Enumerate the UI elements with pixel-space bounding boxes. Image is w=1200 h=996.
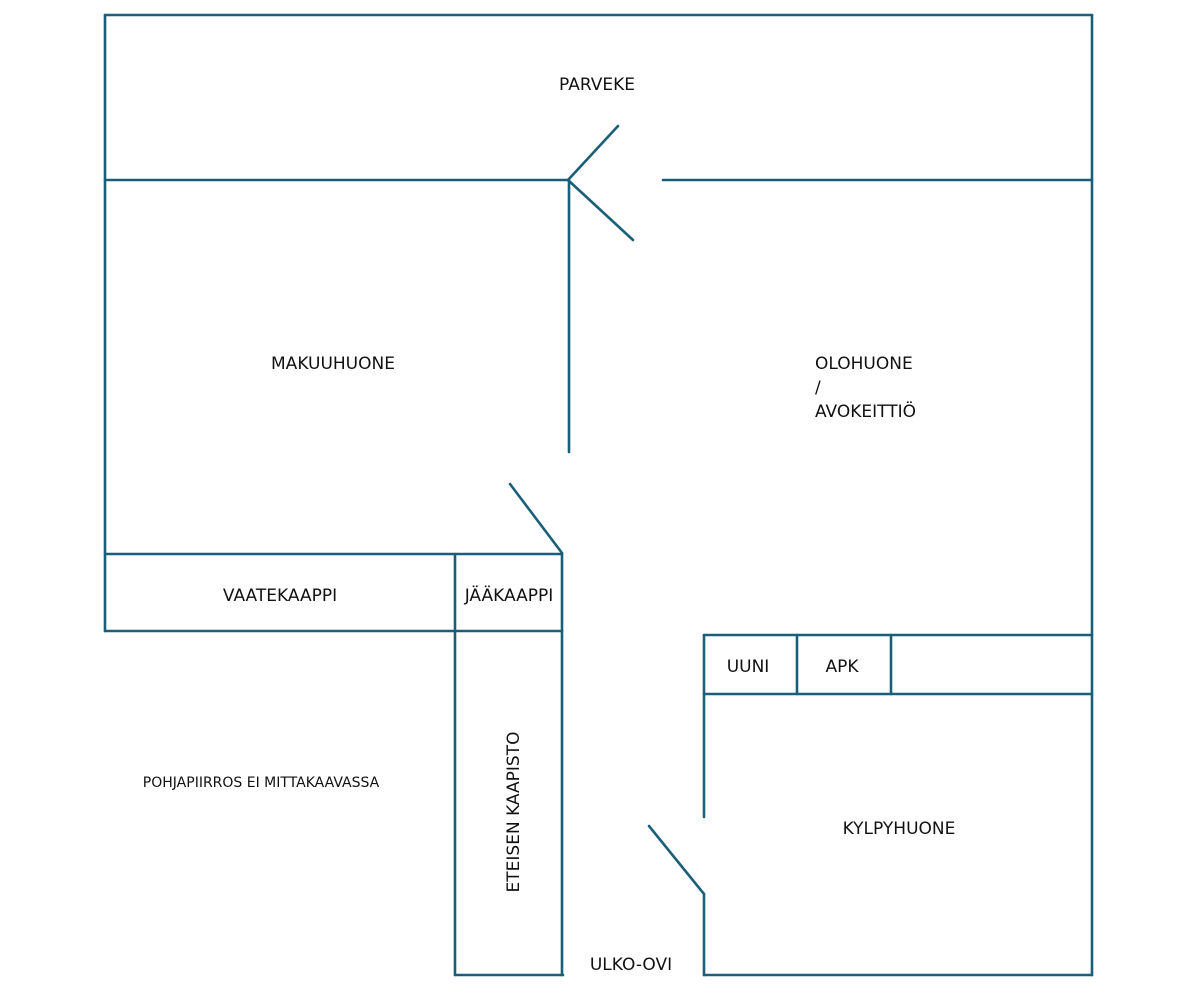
room-label-entrance: ULKO-OVI — [590, 955, 672, 975]
bedroom-walls — [103, 178, 571, 556]
bedroom-door-leaf — [508, 482, 564, 555]
kitchen-counter — [702, 633, 1094, 696]
balcony-door-leaf-up — [566, 124, 620, 182]
outer-walls — [103, 13, 1094, 977]
room-label-bedroom: MAKUUHUONE — [271, 354, 395, 374]
room-label-living-3: AVOKEITTIÖ — [815, 400, 916, 422]
hall-closet-block — [453, 629, 565, 977]
balcony-door-leaf-down — [566, 178, 635, 242]
room-label-fridge: JÄÄKAAPPI — [464, 585, 554, 606]
room-label-living-2: / — [815, 378, 821, 398]
balcony-partition — [103, 124, 1094, 242]
wardrobe-fridge-block — [103, 552, 564, 633]
scale-note: POHJAPIIRROS EI MITTAKAAVASSA — [143, 775, 380, 791]
room-label-oven: UUNI — [727, 657, 770, 677]
bathroom-walls — [647, 692, 1094, 977]
room-label-hall-closet: ETEISEN KAAPISTO — [504, 732, 524, 893]
room-label-bathroom: KYLPYHUONE — [843, 819, 956, 839]
room-label-balcony: PARVEKE — [559, 75, 635, 95]
room-label-wardrobe: VAATEKAAPPI — [223, 586, 337, 606]
room-label-living-1: OLOHUONE — [815, 354, 913, 374]
room-label-dishwasher: APK — [825, 657, 859, 677]
bathroom-door-leaf — [647, 824, 706, 896]
